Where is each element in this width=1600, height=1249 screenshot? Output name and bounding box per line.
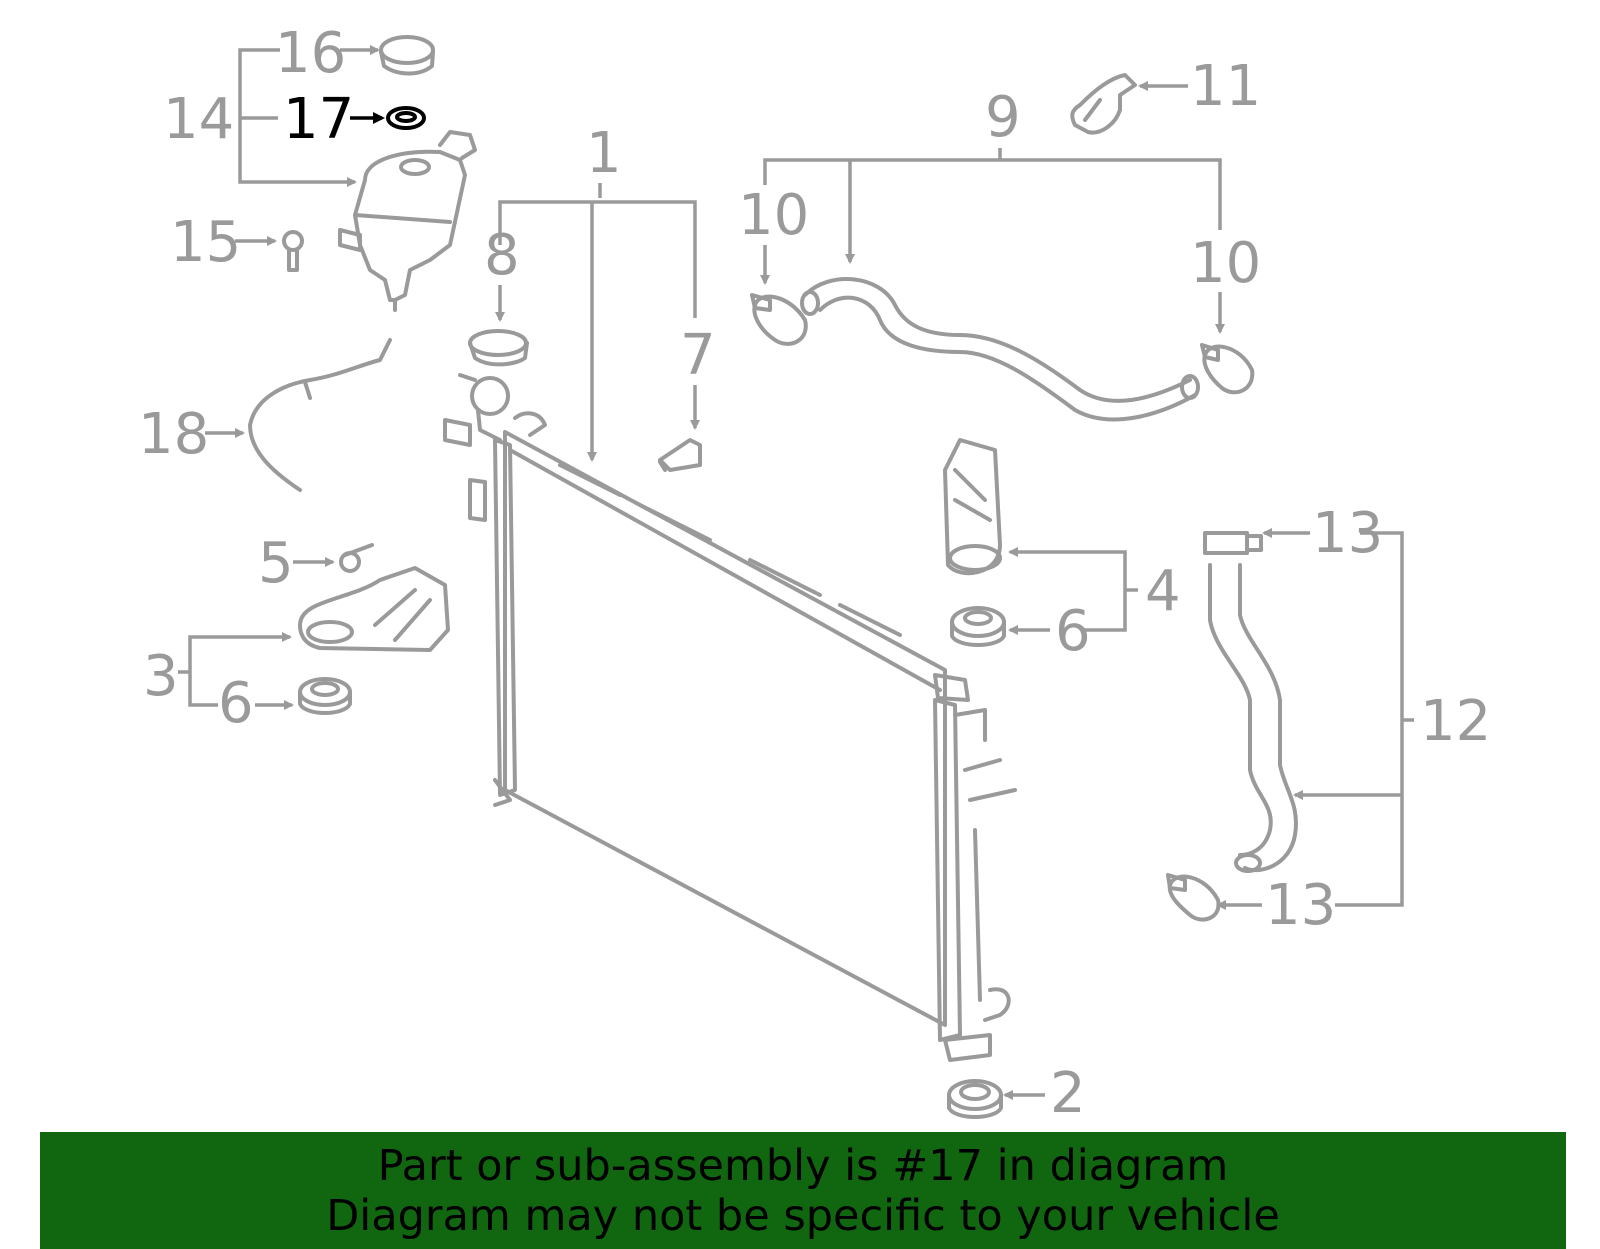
- callout-1[interactable]: 1: [586, 121, 622, 186]
- callout-3[interactable]: 3: [143, 644, 179, 709]
- banner-line-part-number: Part or sub-assembly is #17 in diagram: [377, 1140, 1229, 1191]
- callout-2[interactable]: 2: [1050, 1061, 1086, 1126]
- mount-bracket-right: [943, 438, 1002, 576]
- bushing-left: [298, 677, 352, 715]
- callout-13-bottom[interactable]: 13: [1265, 873, 1336, 938]
- bolt-5: [339, 543, 374, 573]
- bolt-15: [282, 230, 304, 272]
- callout-6-left[interactable]: 6: [218, 671, 254, 736]
- callout-14[interactable]: 14: [163, 87, 234, 152]
- callout-15[interactable]: 15: [170, 210, 241, 275]
- overflow-hose-18: [248, 338, 392, 492]
- drain-plug-7: [658, 438, 702, 472]
- callout-5[interactable]: 5: [258, 531, 294, 596]
- callout-13-top[interactable]: 13: [1312, 501, 1383, 566]
- callout-8[interactable]: 8: [484, 223, 520, 288]
- seal-17-highlighted: [386, 106, 426, 130]
- coolant-reservoir-14: [338, 130, 477, 312]
- callout-18[interactable]: 18: [138, 402, 209, 467]
- callout-7[interactable]: 7: [680, 323, 716, 388]
- callout-16[interactable]: 16: [275, 21, 346, 86]
- connector-13-top: [1203, 531, 1263, 555]
- reservoir-cap-16: [379, 35, 435, 76]
- bushing-right: [950, 606, 1006, 647]
- callout-4[interactable]: 4: [1145, 559, 1181, 624]
- callout-11[interactable]: 11: [1190, 54, 1261, 119]
- info-banner: Part or sub-assembly is #17 in diagram D…: [40, 1132, 1566, 1249]
- upper-hose-9: [800, 277, 1200, 422]
- callout-10-left[interactable]: 10: [738, 183, 809, 248]
- radiator-part: [443, 373, 1017, 1062]
- callout-17-highlighted[interactable]: 17: [283, 87, 354, 152]
- callout-12[interactable]: 12: [1420, 689, 1491, 754]
- mount-bracket-left: [298, 566, 450, 652]
- clamp-10-left: [750, 293, 808, 346]
- lower-hose-12: [1208, 563, 1298, 873]
- mount-bushing-bottom: [947, 1079, 1003, 1119]
- leader-lines: [178, 45, 1414, 1100]
- callout-9[interactable]: 9: [985, 85, 1021, 150]
- banner-line-disclaimer: Diagram may not be specific to your vehi…: [326, 1190, 1280, 1241]
- radiator-cap-8: [468, 329, 529, 367]
- callout-10-right[interactable]: 10: [1190, 231, 1261, 296]
- hose-bracket-11: [1070, 73, 1137, 135]
- clamp-13-bottom: [1166, 873, 1221, 922]
- clamp-10-right: [1200, 343, 1255, 395]
- callout-6-right[interactable]: 6: [1055, 599, 1091, 664]
